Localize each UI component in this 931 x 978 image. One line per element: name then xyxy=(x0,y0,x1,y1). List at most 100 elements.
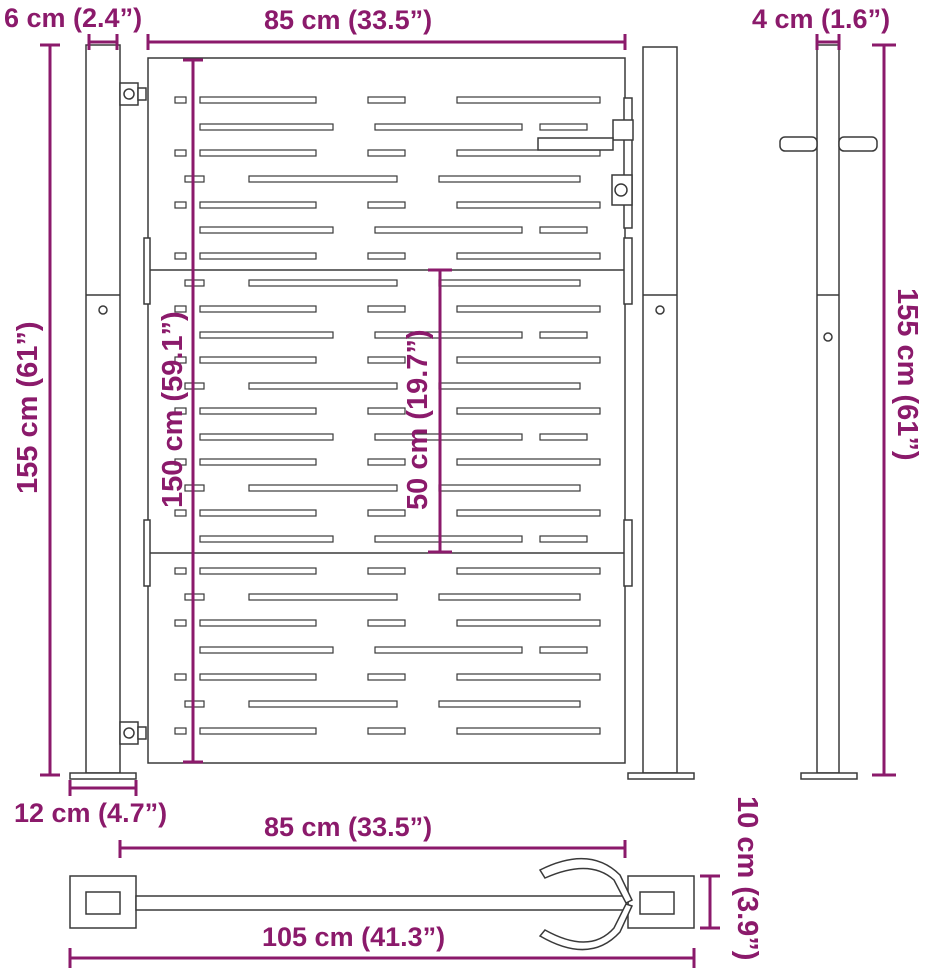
slot xyxy=(199,331,334,339)
side-handle xyxy=(779,136,878,152)
slot xyxy=(438,279,581,287)
slot xyxy=(456,407,601,415)
slot xyxy=(248,279,398,287)
slot xyxy=(199,123,334,131)
slot xyxy=(456,727,601,735)
height-left-label: 155 cm (61”) xyxy=(12,322,44,495)
slot xyxy=(199,226,334,234)
slot xyxy=(374,331,523,339)
top-lever-handle xyxy=(538,858,633,905)
slot xyxy=(367,509,406,517)
top-depth-label: 10 cm (3.9”) xyxy=(731,796,763,960)
slot xyxy=(199,727,317,735)
post-width-label: 6 cm (2.4”) xyxy=(4,3,142,33)
top-gate-width-label: 85 cm (33.5”) xyxy=(264,812,432,842)
slot xyxy=(199,646,334,654)
slot xyxy=(539,331,588,339)
slot xyxy=(367,305,406,313)
slot xyxy=(199,535,334,543)
slot xyxy=(174,252,187,260)
slot xyxy=(199,356,317,364)
slot xyxy=(199,619,317,627)
panel-height-label: 150 cm (59.1”) xyxy=(157,311,189,508)
slot xyxy=(456,252,601,260)
slot xyxy=(367,673,406,681)
slot xyxy=(367,252,406,260)
top-knob xyxy=(538,903,634,951)
slot xyxy=(367,201,406,209)
slot xyxy=(438,175,581,183)
slot xyxy=(438,593,581,601)
slot xyxy=(539,535,588,543)
left-post xyxy=(85,44,121,774)
dimension-lines xyxy=(40,34,896,968)
slot xyxy=(199,567,317,575)
slot xyxy=(367,407,406,415)
right-post-base-plate xyxy=(627,772,695,780)
slot xyxy=(456,201,601,209)
left-post-bolt xyxy=(98,305,108,315)
slot xyxy=(367,727,406,735)
slot xyxy=(174,727,187,735)
slot xyxy=(199,673,317,681)
slot xyxy=(456,458,601,466)
dimension-labels: 6 cm (2.4”) 85 cm (33.5”) 4 cm (1.6”) 15… xyxy=(4,3,923,960)
base-plate-label: 12 cm (4.7”) xyxy=(14,798,167,828)
top-left-hinge xyxy=(85,891,121,915)
slot xyxy=(199,201,317,209)
slot xyxy=(374,535,523,543)
slot xyxy=(374,433,523,441)
height-right-label: 155 cm (61”) xyxy=(891,288,923,461)
right-post-bolt xyxy=(655,305,665,315)
slot xyxy=(456,305,601,313)
slot xyxy=(174,305,187,313)
slot xyxy=(248,382,398,390)
slot xyxy=(199,458,317,466)
slot xyxy=(174,458,187,466)
slot xyxy=(199,305,317,313)
slot xyxy=(174,149,187,157)
slot xyxy=(174,567,187,575)
right-post xyxy=(642,46,678,774)
slot xyxy=(199,509,317,517)
slot xyxy=(367,96,406,104)
slot xyxy=(539,123,588,131)
slot xyxy=(456,149,601,157)
slot xyxy=(174,619,187,627)
slot xyxy=(438,700,581,708)
slot xyxy=(456,619,601,627)
slot xyxy=(367,149,406,157)
slot xyxy=(367,356,406,364)
slot xyxy=(248,484,398,492)
slot xyxy=(374,646,523,654)
edge-bracket xyxy=(143,519,151,587)
slot xyxy=(199,407,317,415)
slot xyxy=(539,433,588,441)
slot xyxy=(367,619,406,627)
side-view xyxy=(779,44,878,780)
slot xyxy=(456,96,601,104)
slot xyxy=(456,356,601,364)
left-post-base-plate xyxy=(69,772,137,780)
edge-bracket xyxy=(143,237,151,305)
side-post-bolt xyxy=(823,332,833,342)
edge-bracket xyxy=(623,237,633,305)
slot xyxy=(374,226,523,234)
slot xyxy=(248,593,398,601)
top-right-hinge xyxy=(639,891,675,915)
slot xyxy=(174,356,187,364)
side-post-base-plate xyxy=(800,772,858,780)
post-depth-label: 4 cm (1.6”) xyxy=(752,4,890,34)
slot xyxy=(199,149,317,157)
top-rail xyxy=(135,895,629,911)
slot xyxy=(539,226,588,234)
slot xyxy=(199,252,317,260)
top-hinge xyxy=(119,82,147,106)
section-height-label: 50 cm (19.7”) xyxy=(402,329,434,510)
slot xyxy=(199,96,317,104)
slot xyxy=(539,646,588,654)
slot xyxy=(438,382,581,390)
slot xyxy=(456,567,601,575)
slot xyxy=(174,96,187,104)
